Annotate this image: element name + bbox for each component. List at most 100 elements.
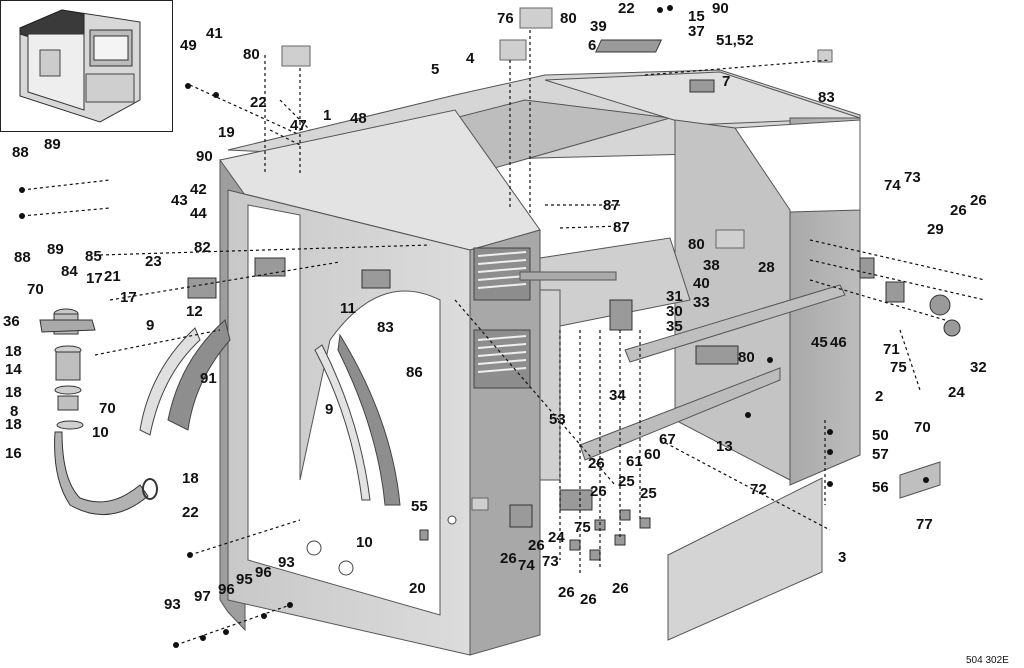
small-parts [187, 39, 961, 561]
callout-93-b: 93 [278, 554, 295, 571]
callout-22-c: 22 [182, 504, 199, 521]
callout-71: 71 [883, 341, 900, 358]
callout-74-a: 74 [884, 177, 901, 194]
callout-82: 82 [194, 239, 211, 256]
callout-5: 5 [431, 61, 439, 78]
bottom-cover-panel [667, 461, 941, 641]
callout-51-52: 51,52 [716, 32, 754, 49]
callout-88-b: 88 [14, 249, 31, 266]
callout-10-left: 10 [92, 424, 109, 441]
callout-89-b: 89 [47, 241, 64, 258]
hose-assembly [39, 308, 158, 516]
callout-36: 36 [3, 313, 20, 330]
front-frame [219, 109, 541, 656]
callout-26-a: 26 [950, 202, 967, 219]
callout-13: 13 [716, 438, 733, 455]
callout-88-a: 88 [12, 144, 29, 161]
callout-26-f: 26 [558, 584, 575, 601]
callout-labels: 1 2 3 4 5 6 7 8 9 9 10 10 11 12 13 14 15… [3, 0, 987, 613]
callout-26-e: 26 [500, 550, 517, 567]
callout-14: 14 [5, 361, 22, 378]
callout-19: 19 [218, 124, 235, 141]
callout-18-a: 18 [5, 343, 22, 360]
callout-97: 97 [194, 588, 211, 605]
callout-35: 35 [666, 318, 683, 335]
callout-25-b: 25 [640, 485, 657, 502]
callout-28: 28 [758, 259, 775, 276]
callout-26-h: 26 [612, 580, 629, 597]
callout-10-mid: 10 [356, 534, 373, 551]
callout-73-a: 73 [904, 169, 921, 186]
callout-48: 48 [350, 110, 367, 127]
assembly-lines [21, 30, 986, 646]
callout-29: 29 [927, 221, 944, 238]
callout-75-a: 75 [890, 359, 907, 376]
callout-11: 11 [340, 300, 356, 317]
callout-67: 67 [659, 431, 676, 448]
callout-3: 3 [838, 549, 846, 566]
callout-24-a: 24 [548, 529, 565, 546]
callout-24-b: 24 [948, 384, 965, 401]
callout-1: 1 [323, 107, 331, 124]
callout-26-c: 26 [590, 483, 607, 500]
callout-80-c: 80 [688, 236, 705, 253]
leader-dots [19, 5, 929, 648]
internal-frame [519, 237, 846, 481]
callout-57: 57 [872, 446, 889, 463]
callout-40: 40 [693, 275, 710, 292]
callout-90-a: 90 [712, 0, 729, 17]
callout-22-a: 22 [618, 0, 635, 17]
callout-43: 43 [171, 192, 188, 209]
callout-18-c: 18 [5, 416, 22, 433]
callout-44: 44 [190, 205, 207, 222]
callout-80-d: 80 [738, 349, 755, 366]
callout-76: 76 [497, 10, 514, 27]
callout-4: 4 [466, 50, 475, 67]
callout-50: 50 [872, 427, 889, 444]
callout-83-b: 83 [377, 319, 394, 336]
callout-70-b: 70 [99, 400, 116, 417]
callout-7: 7 [722, 73, 730, 90]
callout-80-b: 80 [560, 10, 577, 27]
callout-47: 47 [290, 117, 307, 134]
callout-31: 31 [666, 288, 683, 305]
overview-thumbnail [0, 0, 173, 132]
callout-70-a: 70 [27, 281, 44, 298]
callout-70-c: 70 [914, 419, 931, 436]
callout-37: 37 [688, 23, 705, 40]
callout-85: 85 [85, 248, 102, 265]
callout-93-a: 93 [164, 596, 181, 613]
callout-89-a: 89 [44, 136, 61, 153]
callout-16: 16 [5, 445, 22, 462]
callout-49: 49 [180, 37, 197, 54]
callout-23: 23 [145, 253, 162, 270]
callout-25-a: 25 [618, 473, 635, 490]
curved-panels [139, 319, 401, 506]
callout-56: 56 [872, 479, 889, 496]
callout-26-g: 26 [580, 591, 597, 608]
callout-15: 15 [688, 8, 705, 25]
callout-32: 32 [970, 359, 987, 376]
callout-96-a: 96 [218, 581, 235, 598]
callout-74-b: 74 [518, 557, 535, 574]
callout-75-b: 75 [574, 519, 591, 536]
callout-90-b: 90 [196, 148, 213, 165]
callout-26-d: 26 [528, 537, 545, 554]
callout-18-b: 18 [5, 384, 22, 401]
callout-21: 21 [104, 268, 121, 285]
callout-39: 39 [590, 18, 607, 35]
callout-41: 41 [206, 25, 223, 42]
callout-30: 30 [666, 303, 683, 320]
callout-53: 53 [549, 411, 566, 428]
callout-80-a: 80 [243, 46, 260, 63]
callout-73-b: 73 [542, 553, 559, 570]
callout-22-b: 22 [250, 94, 267, 111]
callout-60: 60 [644, 446, 661, 463]
callout-38: 38 [703, 257, 720, 274]
callout-96-b: 96 [255, 564, 272, 581]
callout-72: 72 [750, 481, 767, 498]
callout-26-i: 26 [588, 455, 605, 472]
callout-42: 42 [190, 181, 207, 198]
callout-45: 45 [811, 334, 828, 351]
